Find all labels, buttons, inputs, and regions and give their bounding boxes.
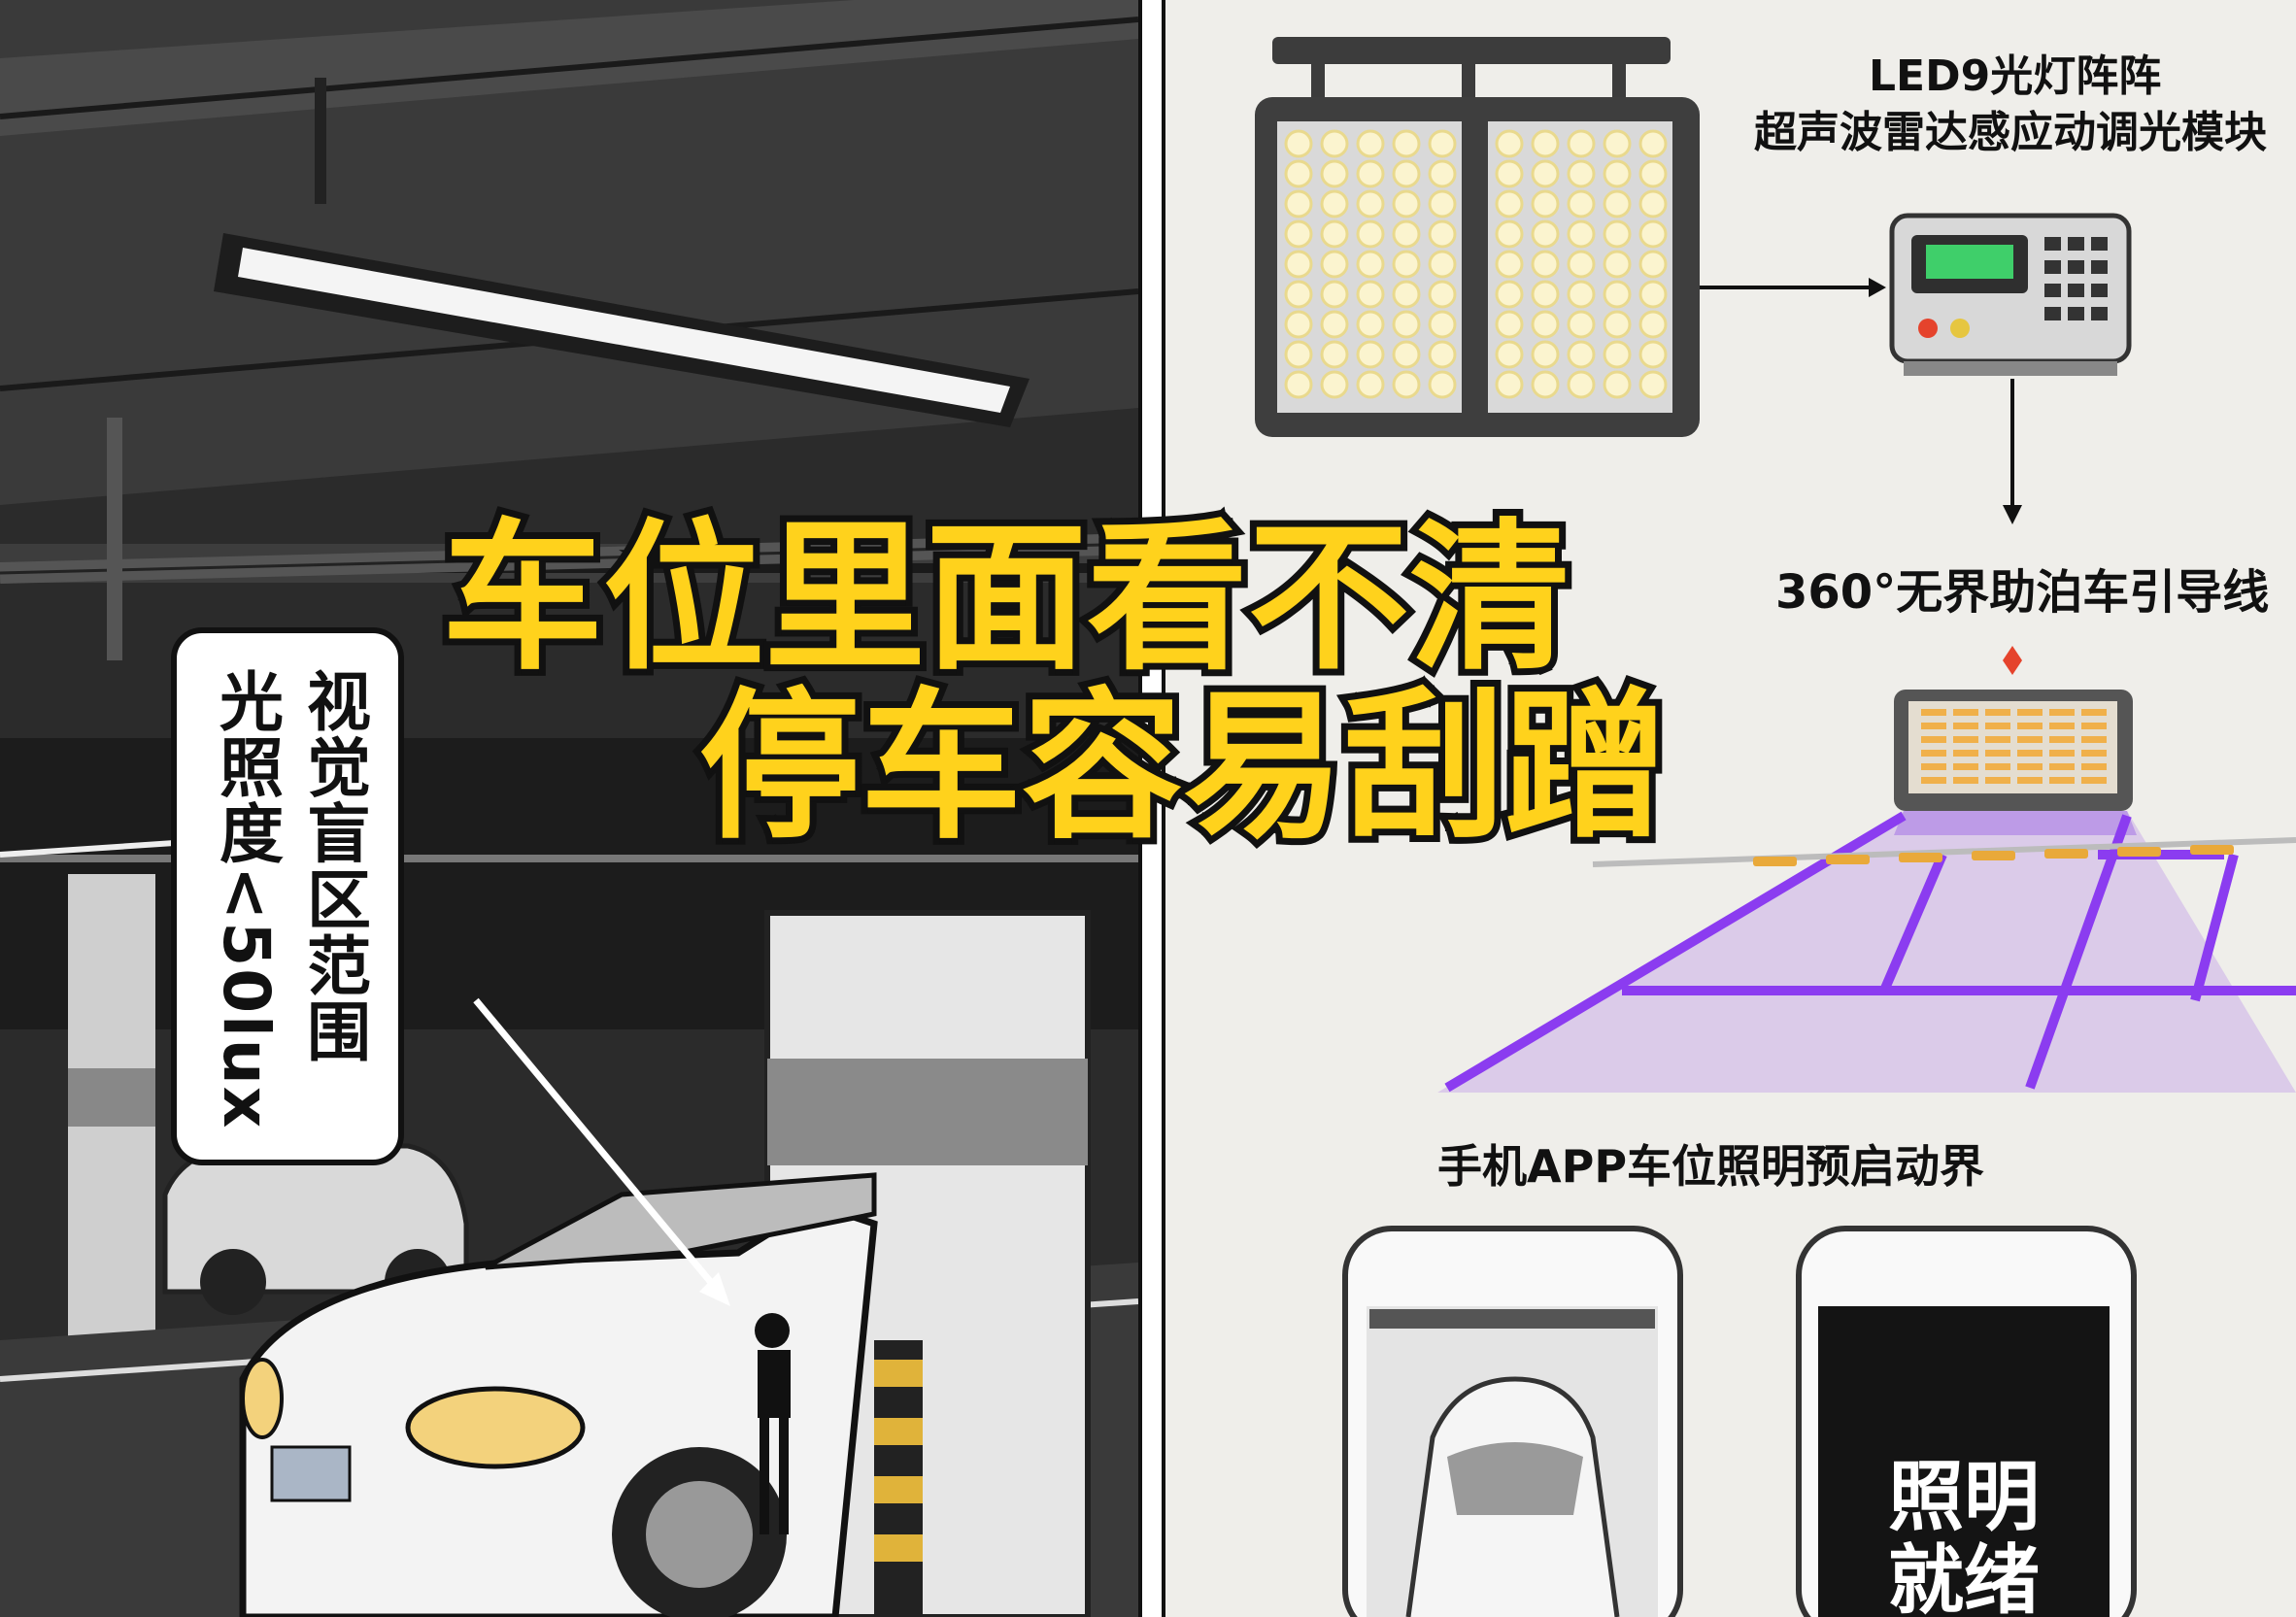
headline: 车位里面看不清 停车容易刮蹭 [435,505,1802,862]
headline-line-1: 车位里面看不清 [435,505,1577,692]
panel-divider [1138,0,1165,1617]
headline-line-2: 停车容易刮蹭 [692,674,1673,862]
guide-line-label: 360°无界助泊车引导线 [1775,565,2270,620]
diagram-panel: LED9光灯阵阵 超声波雷达感应动调光模块 360°无界助泊车引导线 手机APP… [1165,0,2296,1617]
led-dots [1284,129,1668,399]
garage-illustration: 视觉盲区范围 光照度<50lux [0,0,1138,1617]
garage-scene [0,0,1138,1617]
app-preheat-label: 手机APP车位照明预启动界 [1437,1140,1985,1193]
callout-line-1: 视觉盲区范围 [296,668,371,1064]
dimming-module-label: 超声波雷达感应动调光模块 [1754,108,2267,157]
callout-line-2: 光照度<50lux [209,668,284,1130]
blind-zone-callout: 视觉盲区范围 光照度<50lux [171,627,404,1165]
led-array-label: LED9光灯阵阵 [1869,51,2162,101]
diagram-graphics [1255,37,2296,1617]
lighting-ready-status: 照明 就绪 [1887,1454,2040,1617]
